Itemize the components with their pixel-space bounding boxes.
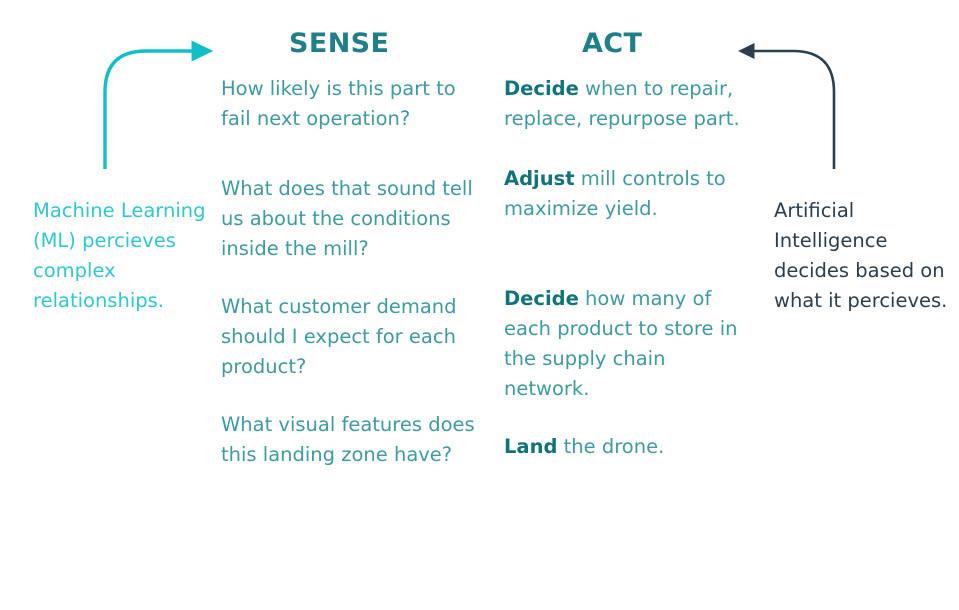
act-item-2-rest: mill controls to maximize yield. bbox=[504, 167, 726, 220]
act-item-4-rest: the drone. bbox=[557, 435, 665, 458]
artificial-intelligence-text: Artificial Intelligence decides based on… bbox=[774, 199, 948, 312]
ml-to-sense-arrow bbox=[103, 40, 214, 169]
sense-item-1: How likely is this part to fail next ope… bbox=[221, 77, 456, 130]
act-item-4-lead: Land bbox=[504, 435, 558, 458]
act-column: ACT Decide when to repair, replace, repu… bbox=[504, 28, 752, 462]
sense-item-4: What visual features does this landing z… bbox=[221, 413, 475, 466]
act-item-3-lead: Decide bbox=[504, 287, 579, 310]
sense-item-2: What does that sound tell us about the c… bbox=[221, 177, 473, 260]
act-item-4: Land the drone. bbox=[504, 432, 752, 462]
act-item-3: Decide how many of each product to store… bbox=[504, 284, 752, 404]
ai-to-act-arrow bbox=[738, 42, 836, 169]
sense-item-3: What customer demand should I expect for… bbox=[221, 295, 457, 378]
machine-learning-column: Machine Learning (ML) percieves complex … bbox=[33, 196, 213, 316]
act-item-1-rest: when to repair, replace, repurpose part. bbox=[504, 77, 740, 130]
act-item-2: Adjust mill controls to maximize yield. bbox=[504, 164, 752, 224]
act-item-3-rest: how many of each product to store in the… bbox=[504, 287, 738, 400]
act-item-1: Decide when to repair, replace, repurpos… bbox=[504, 74, 752, 134]
sense-column: SENSE How likely is this part to fail ne… bbox=[221, 28, 483, 470]
act-item-1-lead: Decide bbox=[504, 77, 579, 100]
machine-learning-text: Machine Learning (ML) percieves complex … bbox=[33, 199, 206, 312]
act-item-2-lead: Adjust bbox=[504, 167, 575, 190]
act-heading: ACT bbox=[582, 28, 643, 59]
artificial-intelligence-column: Artificial Intelligence decides based on… bbox=[774, 196, 949, 316]
sense-heading: SENSE bbox=[289, 28, 390, 59]
